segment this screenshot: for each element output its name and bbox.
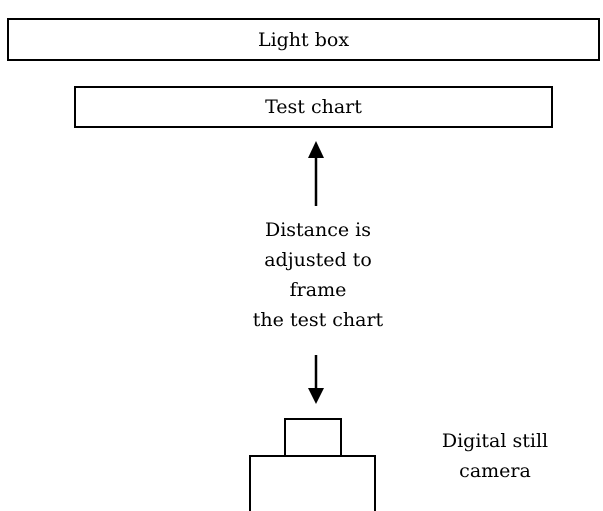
distance-label: Distance is adjusted to frame the test c… <box>198 215 438 335</box>
camera-viewfinder <box>284 418 342 457</box>
arrow-down-head <box>308 388 324 404</box>
distance-label-line-1: Distance is <box>264 219 371 241</box>
test-chart-label: Test chart <box>265 96 362 118</box>
camera-label-line-2: camera <box>459 460 531 482</box>
distance-label-line-2: adjusted to <box>264 249 372 271</box>
arrow-up-head <box>308 141 324 158</box>
camera-label-line-1: Digital still <box>441 430 549 452</box>
distance-label-line-3: frame <box>289 279 347 301</box>
camera-label: Digital still camera <box>410 426 580 486</box>
test-chart-box: Test chart <box>74 86 553 128</box>
light-box-label: Light box <box>257 28 350 51</box>
light-box: Light box <box>7 18 600 61</box>
distance-label-line-4: the test chart <box>252 309 384 331</box>
camera-body <box>249 455 376 511</box>
